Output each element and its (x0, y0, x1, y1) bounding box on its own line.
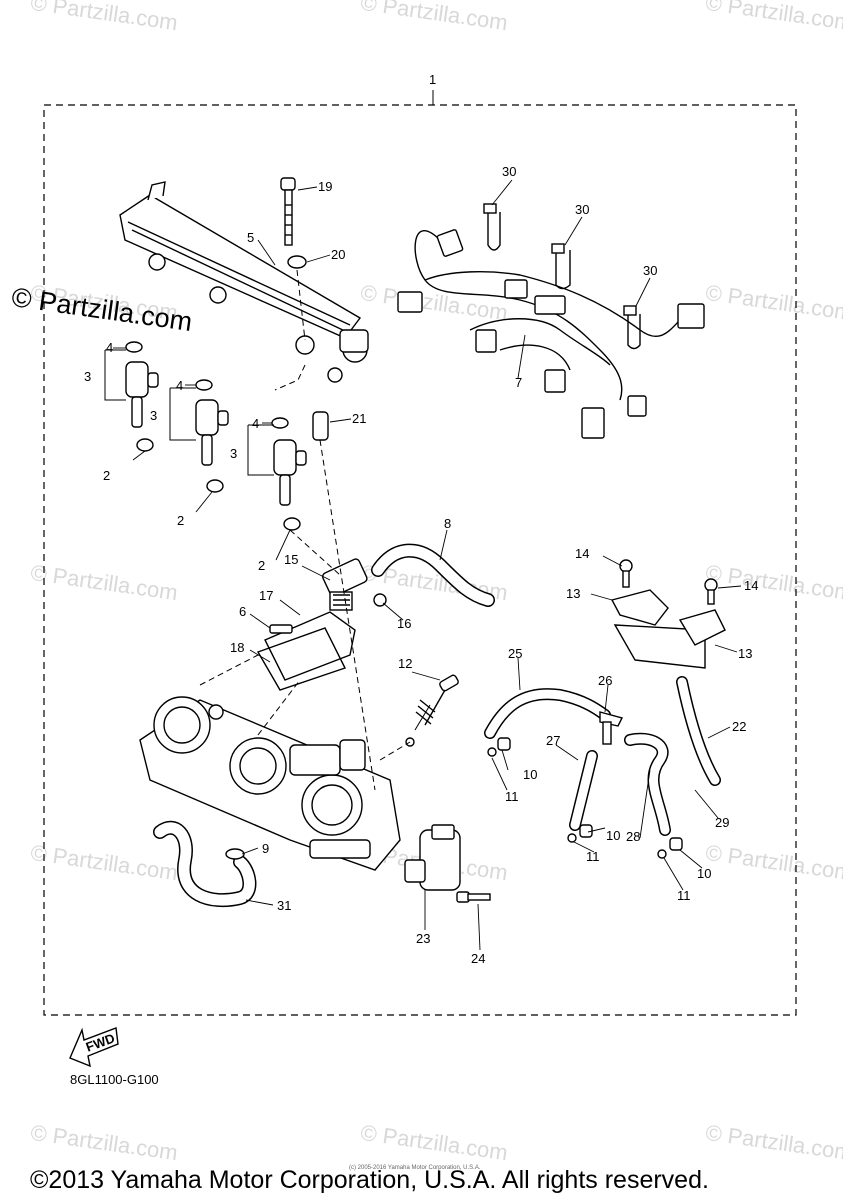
plate-17 (264, 611, 356, 681)
callout-label: 12 (398, 656, 412, 671)
callout-label: 8 (444, 516, 451, 531)
callout-label: 13 (738, 646, 752, 661)
fuel-rail (119, 181, 369, 383)
clip-11-b (567, 833, 577, 843)
callout-label: 6 (239, 604, 246, 619)
callout-label: 15 (284, 552, 298, 567)
callout-label: 13 (566, 586, 580, 601)
fine-print: (c) 2005-2016 Yamaha Motor Corporation, … (349, 1165, 481, 1171)
callout-label: 29 (715, 815, 729, 830)
callout-label: 30 (643, 263, 657, 278)
clip-11-c (657, 849, 667, 859)
bolt-19 (280, 177, 296, 246)
callout-label: 17 (259, 588, 273, 603)
fwd-arrow (69, 1027, 119, 1068)
callout-label: 18 (230, 640, 244, 655)
callout-label: 9 (262, 841, 269, 856)
clip-30-a (487, 210, 501, 251)
screw-24 (456, 891, 491, 903)
leader-lines (113, 179, 742, 951)
callout-label: 4 (106, 340, 113, 355)
callout-label: 30 (575, 202, 589, 217)
callout-label: 5 (247, 230, 254, 245)
callout-label: 3 (230, 446, 237, 461)
callout-label: 23 (416, 931, 430, 946)
diagram-code: 8GL1100-G100 (70, 1072, 159, 1087)
assembly-frame (43, 104, 797, 1016)
clamp-9 (225, 848, 245, 860)
sensor-23 (404, 824, 461, 891)
callout-label: 16 (397, 616, 411, 631)
callout-label: 27 (546, 733, 560, 748)
callout-label: 22 (732, 719, 746, 734)
adjust-screw-12 (405, 674, 459, 747)
callout-label: 10 (606, 828, 620, 843)
callout-label: 2 (258, 558, 265, 573)
callout-label: 11 (586, 849, 600, 864)
callout-label: 26 (598, 673, 612, 688)
callout-label: 11 (677, 888, 691, 903)
clip-30-c (627, 312, 641, 350)
gasket-18 (256, 627, 346, 691)
callout-label: 4 (176, 378, 183, 393)
callout-label: 10 (697, 866, 711, 881)
callout-label: 7 (515, 375, 522, 390)
callout-label: 31 (277, 898, 291, 913)
callout-label: 30 (502, 164, 516, 179)
callout-label: 21 (352, 411, 366, 426)
throttle-body (139, 696, 401, 871)
collar-21 (312, 411, 329, 441)
callout-label: 11 (505, 789, 519, 804)
bracket-13 (610, 589, 726, 669)
callout-label: 24 (471, 951, 485, 966)
clamp-10-b (579, 824, 593, 838)
clip-11-a (487, 747, 497, 757)
screw-6 (269, 624, 293, 634)
clamp-10-a (497, 737, 511, 751)
injector-right (271, 417, 307, 531)
injector-middle (195, 379, 229, 493)
clamp-10-c (669, 837, 683, 851)
callout-label: 25 (508, 646, 522, 661)
callout-label: 4 (252, 416, 259, 431)
callout-label: 10 (523, 767, 537, 782)
joint-26 (599, 711, 624, 745)
callout-label: 1 (429, 72, 436, 87)
clip-30-b (555, 250, 571, 290)
callout-label: 14 (575, 546, 589, 561)
callout-label: 19 (318, 179, 332, 194)
callout-label: 20 (331, 247, 345, 262)
bolt-14-a (619, 559, 633, 588)
copyright-notice: ©2013 Yamaha Motor Corporation, U.S.A. A… (30, 1166, 709, 1194)
washer-20 (287, 255, 307, 269)
callout-label: 3 (150, 408, 157, 423)
callout-label: 2 (177, 513, 184, 528)
injector-left (125, 341, 159, 452)
alignment-lines (199, 269, 411, 791)
callout-label: 3 (84, 369, 91, 384)
sensor-15 (321, 558, 368, 611)
callout-label: 14 (744, 578, 758, 593)
harness-connectors (397, 229, 705, 439)
callout-label: 28 (626, 829, 640, 844)
callout-label: 2 (103, 468, 110, 483)
bolt-14-b (704, 578, 718, 605)
